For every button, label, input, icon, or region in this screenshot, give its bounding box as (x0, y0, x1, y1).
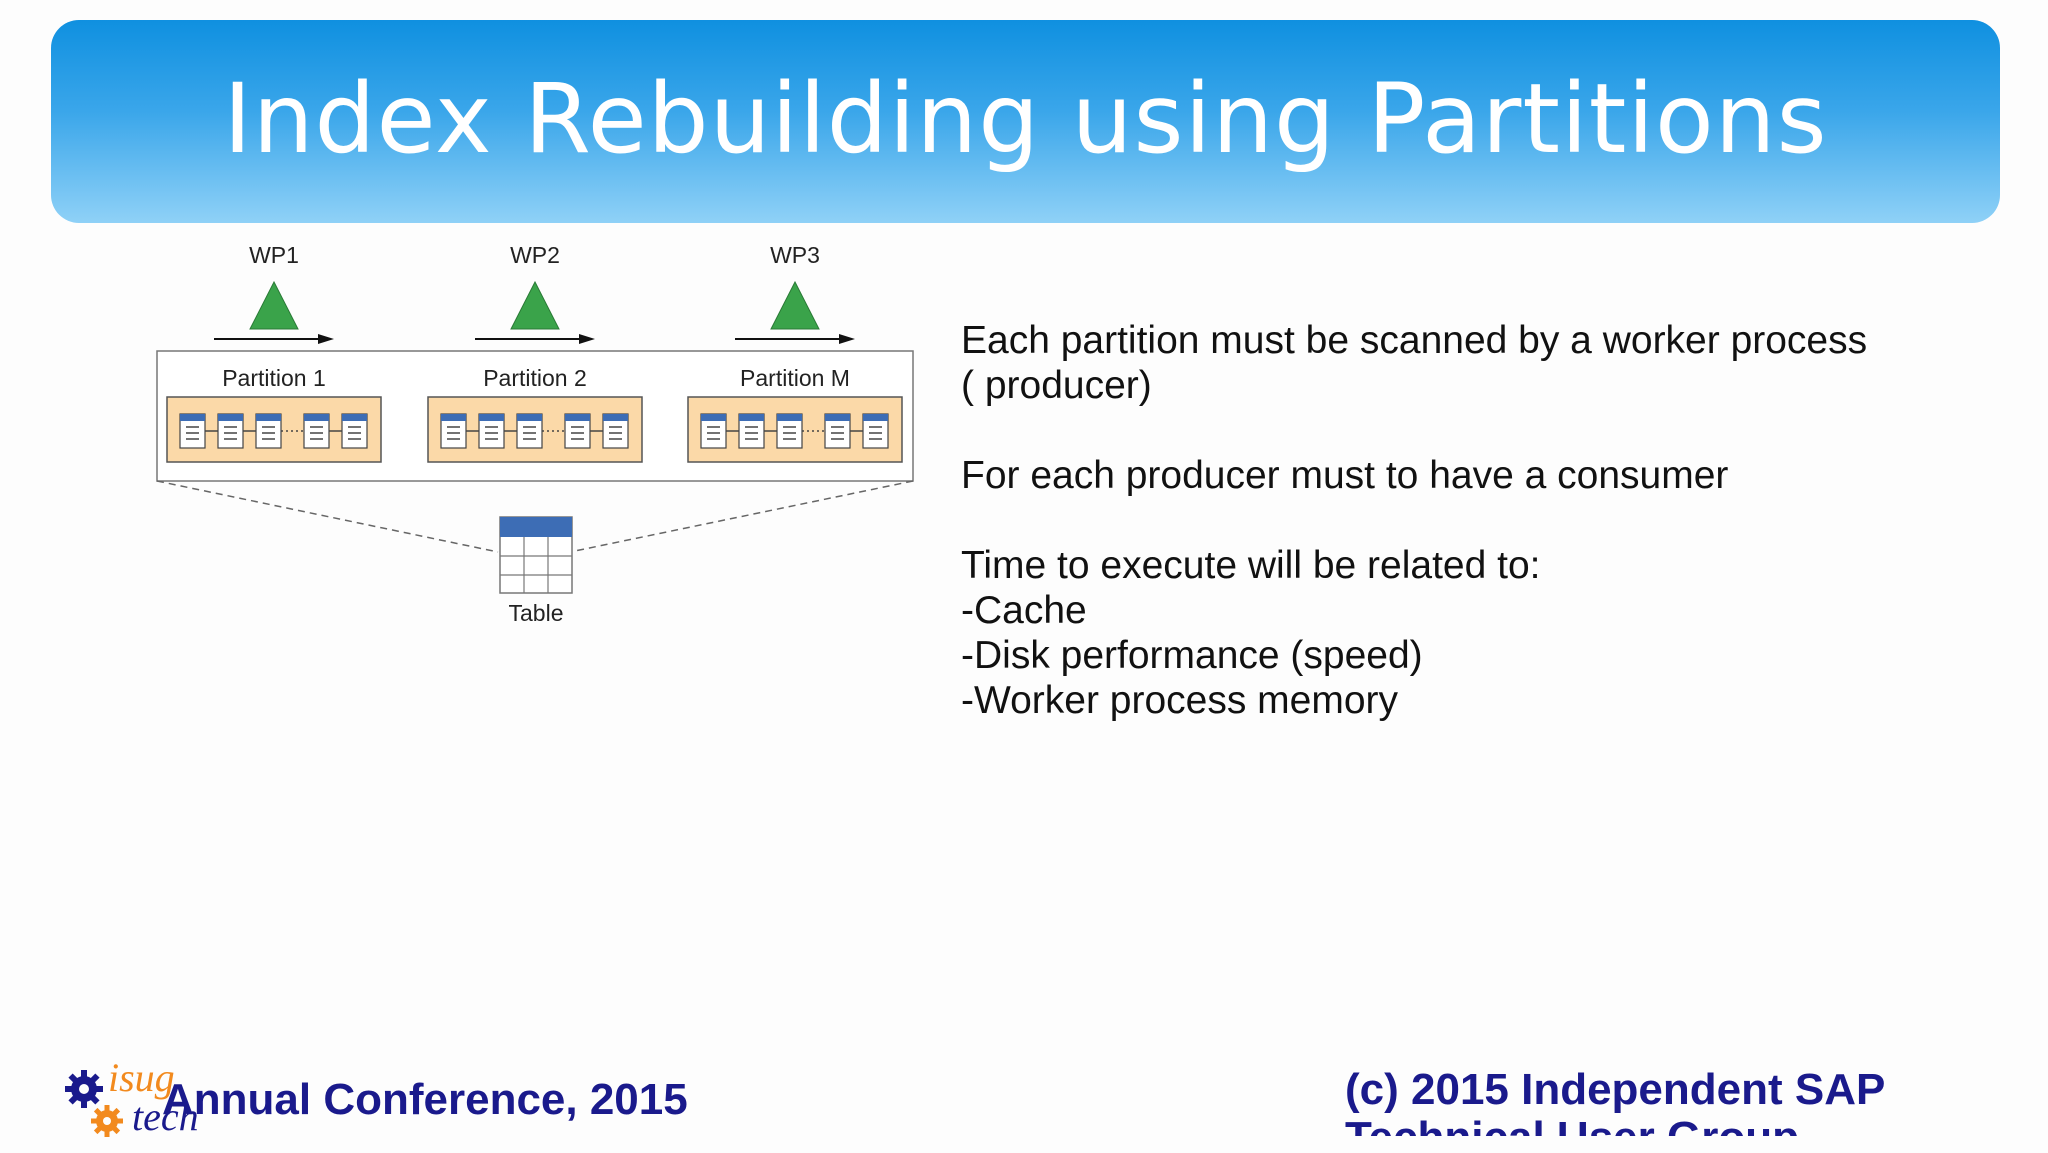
isug-tech-logo: isug tech (60, 1055, 220, 1148)
page-icon-header (517, 414, 542, 421)
bullet-line: -Disk performance (speed) (961, 634, 1423, 677)
worker-triangle (770, 280, 820, 330)
bullet-line: -Cache (961, 589, 1087, 632)
slide-title: Index Rebuilding using Partitions (223, 62, 1828, 175)
footer-copyright: (c) 2015 Independent SAP Technical User … (1345, 1066, 1965, 1136)
dashed-connector-left (156, 480, 499, 553)
scan-arrow-head (579, 334, 595, 344)
partition-label: Partition 1 (222, 365, 326, 391)
partition-label: Partition 2 (483, 365, 587, 391)
page-icon-header (479, 414, 504, 421)
logo-text-top: isug (108, 1058, 175, 1100)
worker-label: WP3 (770, 242, 820, 268)
scan-arrow-head (318, 334, 334, 344)
page-icon-header (825, 414, 850, 421)
page-icon-header (304, 414, 329, 421)
bullet-line: -Worker process memory (961, 679, 1399, 722)
page-icon-header (863, 414, 888, 421)
page-icon-header (441, 414, 466, 421)
page-icon-header (777, 414, 802, 421)
footer-copyright-line1: (c) 2015 Independent SAP (1345, 1066, 1886, 1114)
scan-arrow-head (839, 334, 855, 344)
page-icon-header (256, 414, 281, 421)
page-icon-header (565, 414, 590, 421)
bullet-line: For each producer must to have a consume… (961, 454, 1729, 497)
worker-label: WP2 (510, 242, 560, 268)
bullet-text: Each partition must be scanned by a work… (961, 318, 2001, 723)
title-bar: Index Rebuilding using Partitions (51, 20, 2000, 223)
gear-icon (65, 1070, 103, 1108)
partition-label: Partition M (740, 365, 850, 391)
page-icon-header (701, 414, 726, 421)
footer-conference: Annual Conference, 2015 (162, 1075, 688, 1124)
table-icon (499, 516, 573, 594)
page-icon-header (739, 414, 764, 421)
logo-svg: isug tech (65, 1055, 199, 1139)
bullet-line: ( producer) (961, 364, 1152, 407)
footer-copyright-line2: Technical User Group (1345, 1114, 1965, 1137)
page-icon-header (342, 414, 367, 421)
worker-triangle (249, 280, 299, 330)
worker-triangle (510, 280, 560, 330)
logo-text-bottom: tech (132, 1094, 199, 1139)
dashed-connector-right (569, 480, 914, 553)
table-label: Table (509, 600, 564, 626)
page-icon-header (218, 414, 243, 421)
worker-label: WP1 (249, 242, 299, 268)
page-icon-header (603, 414, 628, 421)
bullet-line: Time to execute will be related to: (961, 544, 1541, 587)
bullet-line: Each partition must be scanned by a work… (961, 319, 1868, 362)
gear-icon (91, 1105, 123, 1137)
page-icon-header (180, 414, 205, 421)
